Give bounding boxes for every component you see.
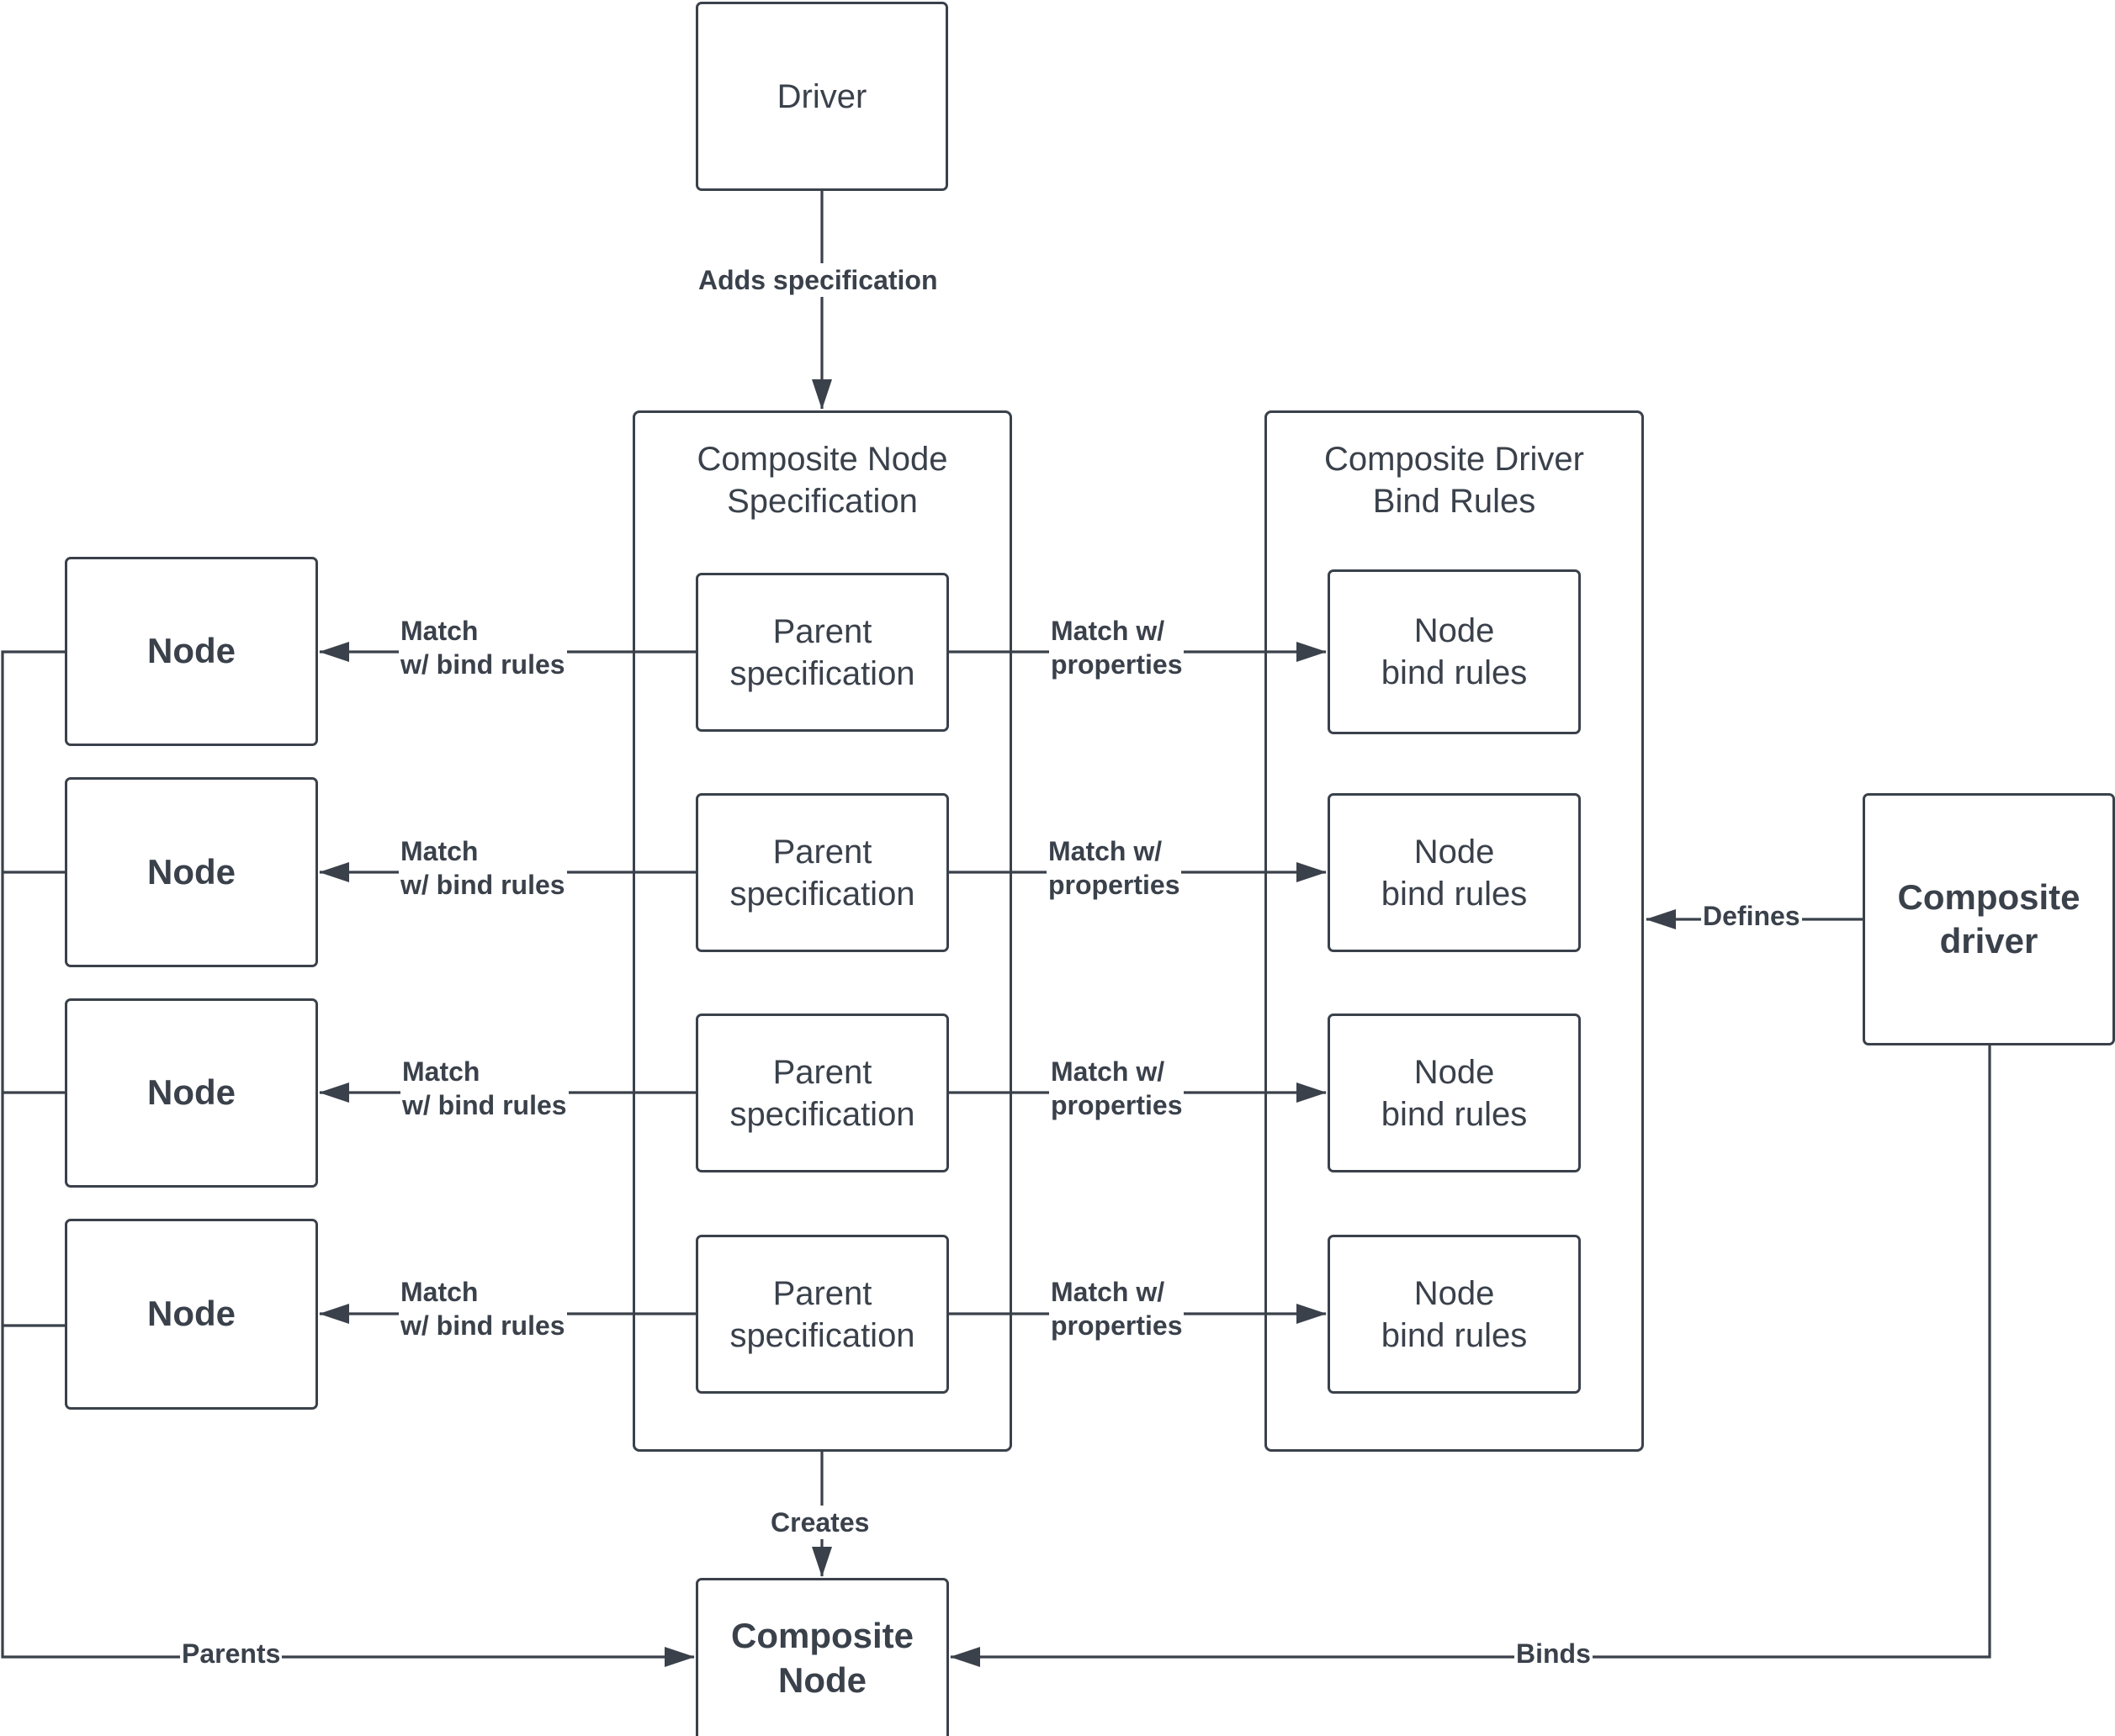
parent-specification-label: Parent specification [729, 612, 915, 692]
composite-node-box[interactable]: Composite Node [696, 1578, 949, 1736]
composite-node-spec-title: Composite Node Specification [697, 441, 948, 520]
composite-driver-bind-rules-title: Composite Driver Bind Rules [1324, 441, 1584, 520]
node-box-3[interactable]: Node [65, 998, 318, 1188]
node-box-4[interactable]: Node [65, 1219, 318, 1410]
edge-label-match-bind-rules-1: Match w/ bind rules [399, 614, 567, 681]
driver-label: Driver [777, 77, 867, 115]
edge-label-defines: Defines [1701, 899, 1802, 933]
parent-specification-3[interactable]: Parent specification [696, 1014, 949, 1172]
edge-label-match-properties-3: Match w/ properties [1049, 1055, 1185, 1122]
composite-driver-bind-rules-container[interactable]: Composite Driver Bind Rules [1264, 410, 1644, 1452]
edge-label-match-properties-2: Match w/ properties [1047, 834, 1182, 902]
composite-driver-box[interactable]: Composite driver [1863, 793, 2115, 1045]
edge-label-adds-specification: Adds specification [697, 263, 940, 297]
node-box-1[interactable]: Node [65, 557, 318, 746]
node-bind-rules-3[interactable]: Node bind rules [1328, 1014, 1581, 1172]
node-bind-rules-label: Node bind rules [1381, 833, 1528, 913]
node-label: Node [147, 1072, 236, 1113]
parent-specification-2[interactable]: Parent specification [696, 793, 949, 952]
node-bind-rules-4[interactable]: Node bind rules [1328, 1235, 1581, 1394]
edge-label-binds: Binds [1514, 1637, 1593, 1670]
driver-box[interactable]: Driver [696, 2, 948, 191]
edge-label-match-properties-4: Match w/ properties [1049, 1275, 1185, 1342]
node-bind-rules-label: Node bind rules [1381, 612, 1528, 691]
composite-driver-label: Composite driver [1897, 876, 2081, 961]
edge-label-match-bind-rules-2: Match w/ bind rules [399, 834, 567, 902]
node-label: Node [147, 631, 236, 671]
node-bind-rules-label: Node bind rules [1381, 1274, 1528, 1354]
node-bind-rules-2[interactable]: Node bind rules [1328, 793, 1581, 952]
edge-parents [1, 650, 695, 1667]
edge-label-creates: Creates [769, 1506, 872, 1539]
node-bind-rules-1[interactable]: Node bind rules [1328, 569, 1581, 734]
node-box-2[interactable]: Node [65, 777, 318, 967]
edge-label-match-properties-1: Match w/ properties [1049, 614, 1185, 681]
parent-specification-label: Parent specification [729, 1274, 915, 1354]
node-label: Node [147, 1294, 236, 1334]
composite-node-spec-container[interactable]: Composite Node Specification [633, 410, 1012, 1452]
parent-specification-1[interactable]: Parent specification [696, 573, 949, 732]
node-bind-rules-label: Node bind rules [1381, 1053, 1528, 1133]
edge-binds [950, 1045, 1991, 1667]
parent-specification-label: Parent specification [729, 1053, 915, 1133]
parent-specification-4[interactable]: Parent specification [696, 1235, 949, 1394]
edge-label-parents: Parents [180, 1637, 283, 1670]
edge-label-match-bind-rules-3: Match w/ bind rules [400, 1055, 569, 1122]
node-label: Node [147, 851, 236, 892]
edge-label-match-bind-rules-4: Match w/ bind rules [399, 1275, 567, 1342]
composite-node-label: Composite Node [730, 1616, 914, 1700]
parent-specification-label: Parent specification [729, 833, 915, 913]
